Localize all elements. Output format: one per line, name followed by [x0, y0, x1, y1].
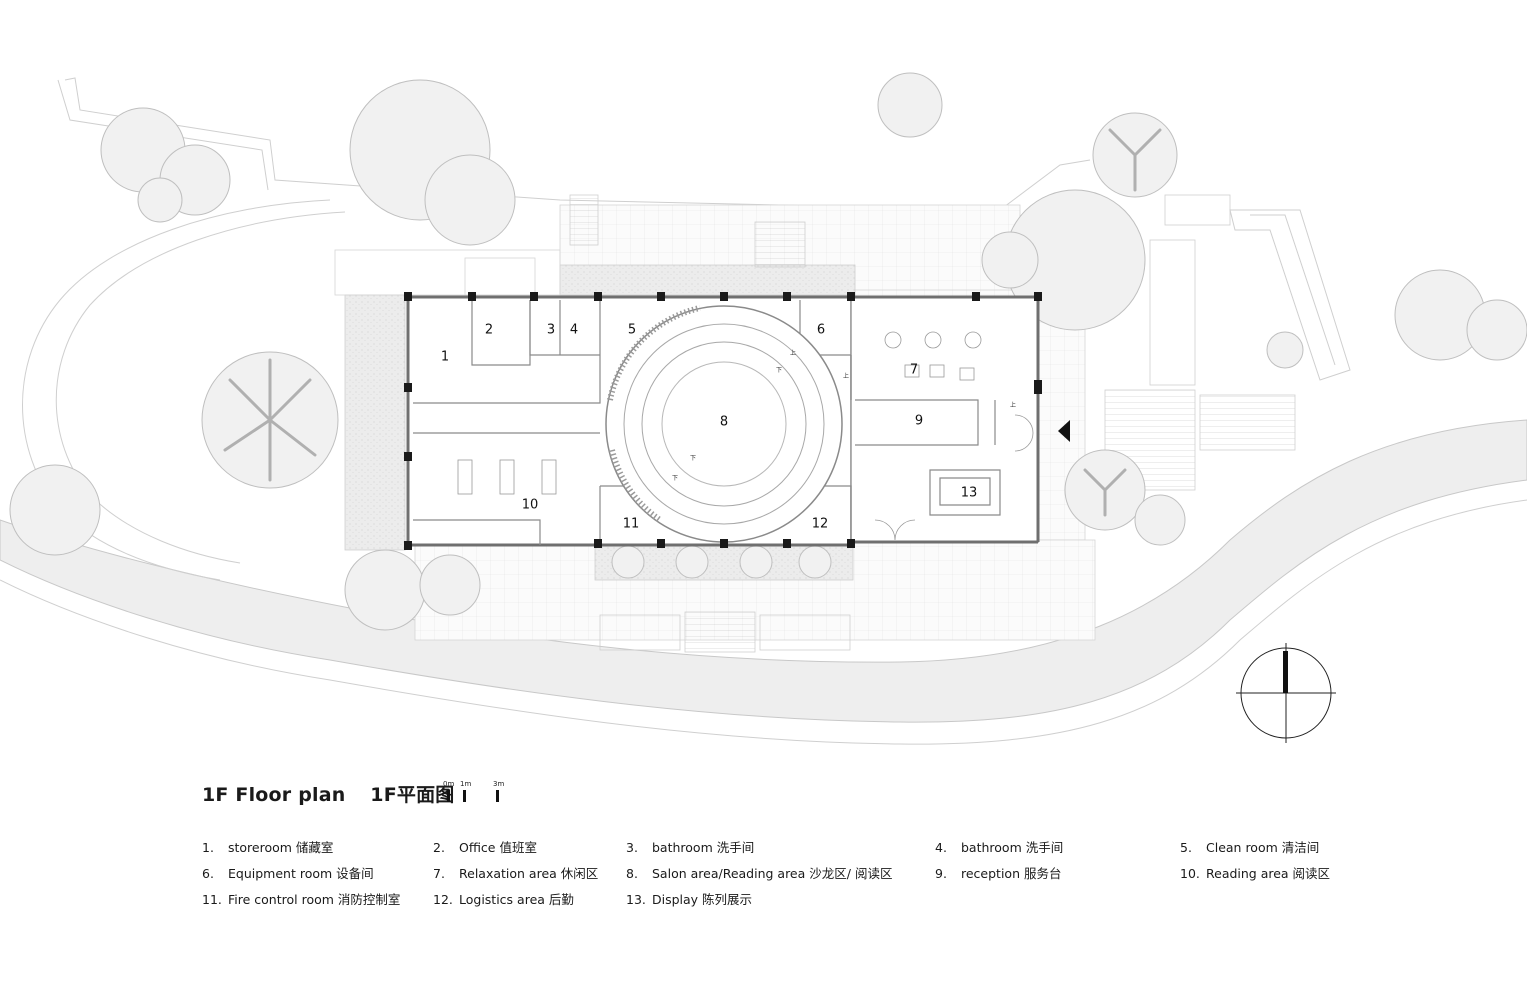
legend-item-3: 3.bathroom 洗手间 — [626, 840, 755, 855]
legend-item-7: 7.Relaxation area 休闲区 — [433, 866, 599, 881]
room-label-10: 10 — [522, 498, 539, 513]
scale-bar-icon — [446, 786, 502, 802]
room-label-6: 6 — [817, 323, 825, 338]
room-label-2: 2 — [485, 323, 493, 338]
floor-plan-drawing: 1 2 3 4 5 6 7 8 9 10 11 12 13 上 上 上 下 下 … — [0, 72, 1527, 745]
legend-item-8: 8.Salon area/Reading area 沙龙区/ 阅读区 — [626, 866, 893, 881]
plan-title-en: 1F Floor plan — [202, 784, 346, 806]
stair-mark-up: 上 — [843, 372, 849, 380]
scale-label-1: 1m — [460, 780, 472, 788]
legend-item-1: 1.storeroom 储藏室 — [202, 840, 334, 855]
legend-item-10: 10.Reading area 阅读区 — [1180, 866, 1331, 881]
building — [404, 292, 1070, 550]
room-label-12: 12 — [812, 517, 829, 532]
north-arrow-icon — [1236, 643, 1336, 743]
legend-item-2: 2.Office 值班室 — [433, 840, 537, 855]
stair-mark-down: 下 — [690, 455, 696, 462]
north-planter — [559, 264, 856, 296]
room-label-11: 11 — [623, 517, 640, 532]
room-label-4: 4 — [570, 323, 578, 338]
room-label-1: 1 — [441, 350, 449, 365]
stair-mark-down: 下 — [776, 367, 782, 374]
room-label-8: 8 — [720, 415, 728, 430]
scale-label-0: 0m — [443, 780, 455, 788]
entry-steps — [684, 611, 756, 653]
legend-item-9: 9.reception 服务台 — [935, 866, 1062, 881]
plan-title: 1F Floor plan 1F平面图 — [202, 780, 473, 807]
room-labels: 1 2 3 4 5 6 7 8 9 10 11 12 13 上 上 上 下 下 … — [441, 323, 1016, 532]
room-label-3: 3 — [547, 323, 555, 338]
legend-item-12: 12.Logistics area 后勤 — [433, 892, 574, 907]
stair-mark-up: 上 — [1010, 401, 1016, 409]
legend-item-11: 11.Fire control room 消防控制室 — [202, 892, 401, 907]
stair-mark-down: 下 — [672, 475, 678, 482]
room-label-9: 9 — [915, 414, 923, 429]
west-planter — [344, 294, 406, 551]
legend-item-5: 5.Clean room 清洁间 — [1180, 840, 1320, 855]
room-label-7: 7 — [910, 363, 918, 378]
room-label-13: 13 — [961, 486, 978, 501]
plan-title-cn: 1F平面图 — [370, 784, 455, 806]
legend-item-4: 4.bathroom 洗手间 — [935, 840, 1064, 855]
legend-item-13: 13.Display 陈列展示 — [626, 892, 753, 907]
legend-item-6: 6.Equipment room 设备间 — [202, 866, 374, 881]
room-label-5: 5 — [628, 323, 636, 338]
scale-label-3: 3m — [493, 780, 505, 788]
stair-mark-up: 上 — [790, 349, 796, 357]
